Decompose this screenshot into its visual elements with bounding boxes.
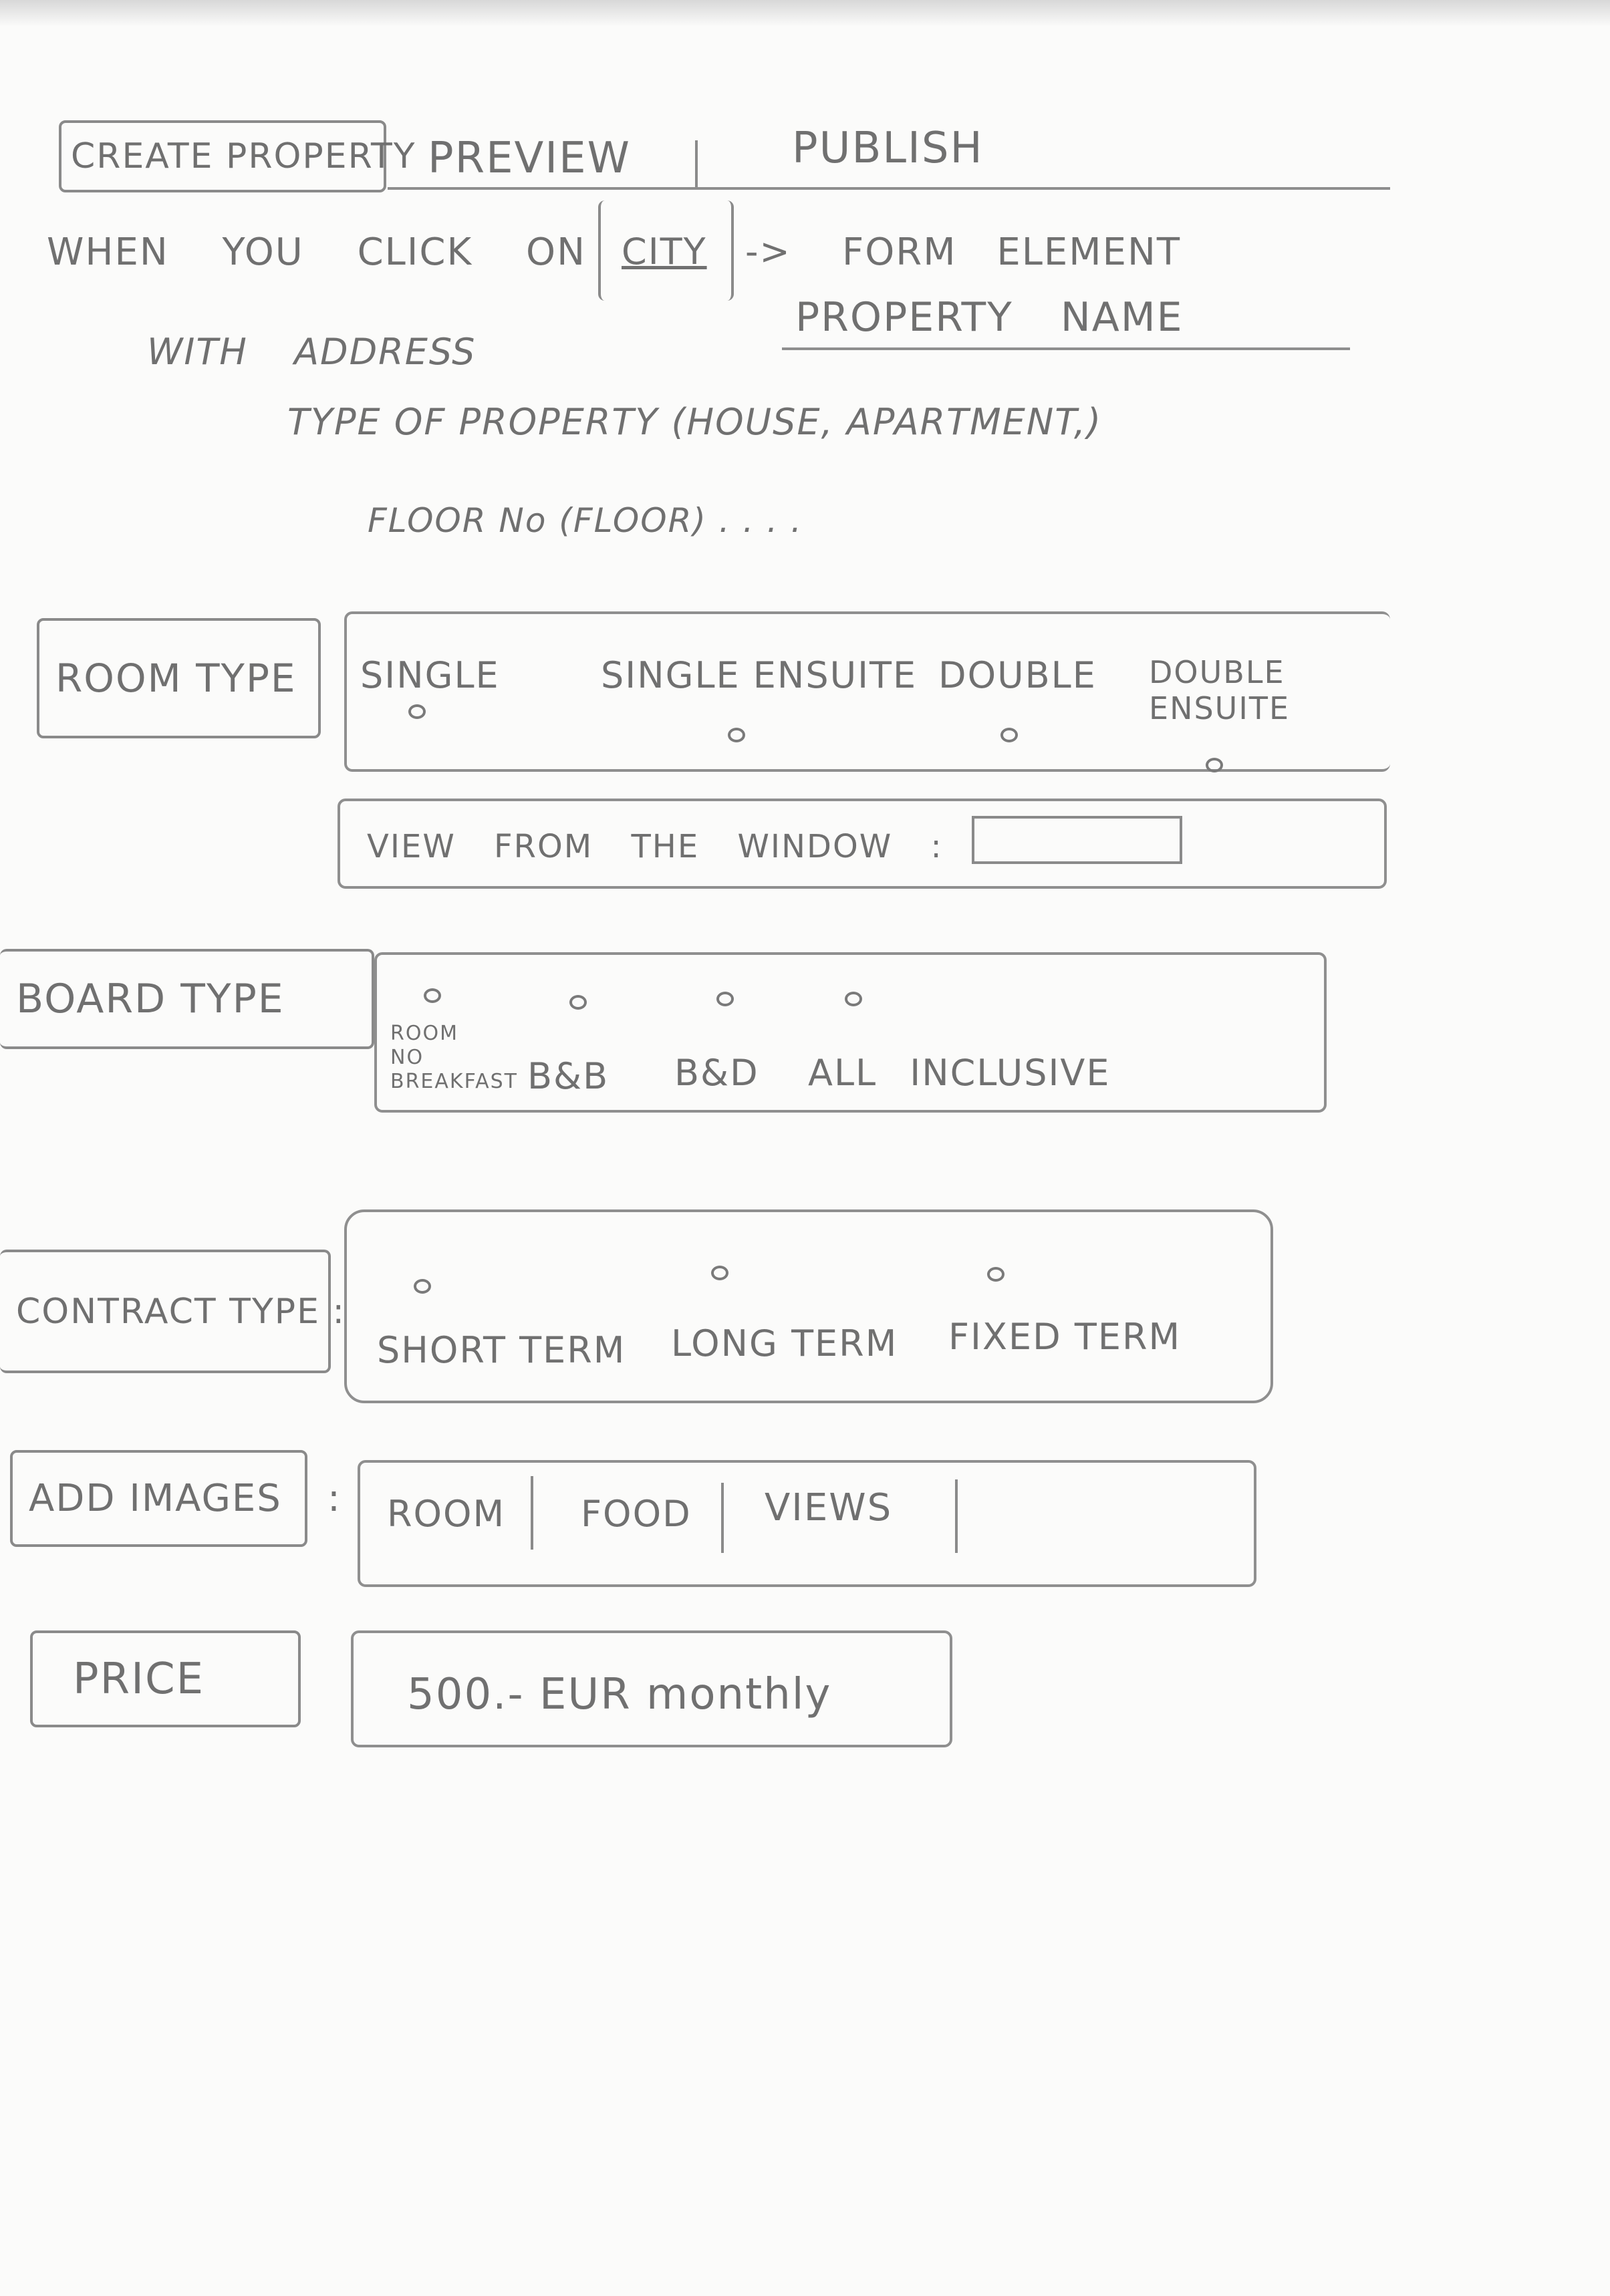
room-option-radio[interactable] (1206, 758, 1223, 772)
price-field[interactable]: 500.- EUR monthly (351, 1630, 952, 1747)
note-when-you-click: WHEN YOU CLICK ON (47, 231, 586, 274)
board-option-label: ROOM NO BREAKFAST (390, 1022, 518, 1093)
room-type-panel: SINGLE SINGLE ENSUITE DOUBLE DOUBLE ENSU… (344, 611, 1390, 772)
board-option-label: ALL INCLUSIVE (808, 1052, 1111, 1094)
contract-option-radio[interactable] (711, 1266, 728, 1280)
room-option-label: DOUBLE ENSUITE (1149, 654, 1291, 726)
tab-underline (388, 187, 1390, 190)
add-images-label-box: ADD IMAGES (10, 1450, 307, 1547)
room-type-label: ROOM TYPE (55, 656, 297, 701)
add-images-colon: : (327, 1477, 342, 1520)
view-from-window-panel: VIEW FROM THE WINDOW : (338, 799, 1387, 889)
image-tab-divider (531, 1476, 533, 1550)
add-images-panel: ROOM FOOD VIEWS (358, 1460, 1256, 1587)
tab-preview[interactable]: PREVIEW (428, 134, 631, 183)
price-label-box: PRICE (30, 1630, 301, 1727)
board-type-label: BOARD TYPE (16, 976, 285, 1022)
tab-publish[interactable]: PUBLISH (792, 124, 984, 173)
board-option-label: B&D (674, 1052, 759, 1094)
contract-option-label: FIXED TERM (948, 1316, 1182, 1358)
contract-option-radio[interactable] (987, 1267, 1004, 1282)
board-option-radio[interactable] (845, 992, 862, 1006)
contract-option-label: SHORT TERM (377, 1329, 626, 1371)
contract-type-label-box: CONTRACT TYPE : (0, 1250, 344, 1373)
room-option-radio[interactable] (1000, 728, 1018, 742)
contract-option-radio[interactable] (414, 1279, 431, 1294)
contract-type-label: CONTRACT TYPE : (16, 1291, 346, 1332)
room-option-label: SINGLE (360, 654, 500, 696)
arrow-icon: -> (745, 231, 791, 273)
image-tab-divider (721, 1483, 724, 1553)
property-name-underline (782, 347, 1350, 350)
price-value: 500.- EUR monthly (407, 1670, 832, 1719)
add-images-label: ADD IMAGES (29, 1477, 282, 1520)
contract-option-label: LONG TERM (671, 1322, 898, 1365)
board-option-radio[interactable] (569, 995, 587, 1010)
note-floor: FLOOR No (FLOOR) . . . . (368, 501, 803, 540)
board-option-label: B&B (527, 1055, 610, 1097)
view-from-window-input[interactable] (972, 816, 1182, 864)
note-form-element: FORM ELEMENT (842, 231, 1182, 274)
city-box[interactable] (598, 200, 734, 301)
image-tab-divider (955, 1479, 958, 1553)
board-type-panel: ROOM NO BREAKFAST B&B B&D ALL INCLUSIVE (374, 952, 1327, 1113)
board-option-radio[interactable] (424, 988, 441, 1003)
image-tab-food[interactable]: FOOD (581, 1493, 692, 1535)
image-tab-views[interactable]: VIEWS (765, 1486, 893, 1530)
board-option-radio[interactable] (716, 992, 734, 1006)
note-property-name: PROPERTY NAME (795, 294, 1184, 341)
room-option-radio[interactable] (408, 704, 426, 719)
note-type-of-property: TYPE OF PROPERTY (HOUSE, APARTMENT,) (287, 401, 1103, 443)
room-option-label: SINGLE ENSUITE (601, 654, 918, 696)
room-option-label: DOUBLE (938, 654, 1097, 696)
contract-type-panel: SHORT TERM LONG TERM FIXED TERM (344, 1209, 1273, 1403)
city-label: CITY (622, 231, 707, 273)
price-label: PRICE (73, 1654, 205, 1704)
tab-create-property-label: CREATE PROPERTY (71, 136, 416, 176)
note-with-address: WITH ADDRESS (147, 331, 477, 373)
tab-create-property[interactable]: CREATE PROPERTY (59, 120, 414, 192)
view-from-window-label: VIEW FROM THE WINDOW : (367, 828, 943, 865)
room-type-label-box: ROOM TYPE (37, 618, 321, 738)
scan-shadow (0, 0, 1610, 27)
tab-divider (695, 140, 698, 187)
image-tab-room[interactable]: ROOM (387, 1493, 506, 1535)
board-type-label-box: BOARD TYPE (0, 949, 374, 1049)
room-option-radio[interactable] (728, 728, 745, 742)
